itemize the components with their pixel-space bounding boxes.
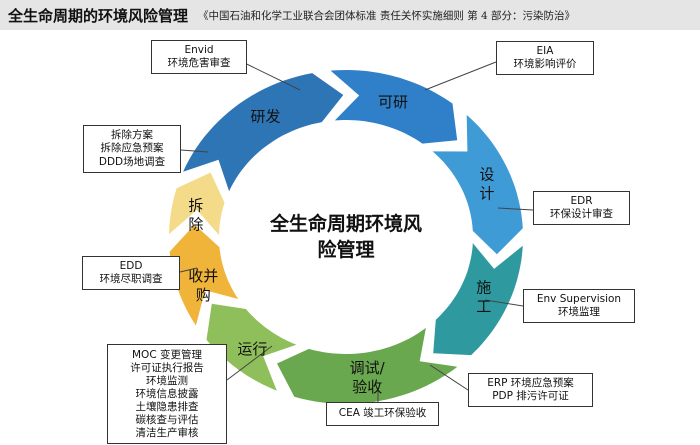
header-bar: 全生命周期的环境风险管理 《中国石油和化学工业联合会团体标准 责任关怀实施细则 … (0, 0, 700, 30)
edd-line-2: 环境尽职调查 (99, 273, 163, 285)
connector-demolition (180, 149, 209, 153)
center-title-line-1: 全生命周期环境风 (269, 213, 422, 235)
envid-box: Envid 环境危害审查 (151, 40, 247, 74)
center-title-line-2: 险管理 (317, 239, 375, 261)
stage-arrow-bingou (169, 224, 239, 326)
edd-box: EDD 环境尽职调查 (82, 256, 180, 290)
edr-line-2: 环保设计审查 (550, 208, 613, 220)
cea-line: CEA 竣工环保验收 (338, 407, 427, 420)
stage-label-chaichu: 拆除 (188, 196, 203, 233)
stage-label-chaichu-line-2: 除 (188, 215, 203, 233)
moc-box: MOC 变更管理 许可证执行报告 环境监测 环境信息披露 土壤隐患排查 碳核查与… (107, 344, 227, 444)
stage-label-tiaoshi-line-1: 调试/ (350, 359, 386, 377)
stage-label-bingou: 收并购 (188, 267, 218, 304)
stage-label-shigong-line-1: 施 (476, 279, 491, 297)
page-title: 全生命周期的环境风险管理 (8, 6, 189, 25)
stage-label-sheji-line-1: 设 (479, 165, 494, 183)
stage-label-sheji: 设计 (479, 165, 494, 202)
stage-label-bingou-line-2: 购 (196, 286, 211, 304)
stage-label-shigong: 施工 (476, 279, 491, 316)
stage-label-chaichu-line-1: 拆 (188, 196, 203, 214)
stage-arrow-chaichu (169, 172, 225, 235)
moc-line-4: 环境信息披露 (135, 387, 199, 400)
demolition-line-1: 拆除方案 (111, 128, 153, 141)
stage-label-keyan: 可研 (378, 93, 408, 111)
stage-arrow-keyan (330, 70, 458, 144)
stage-label-tiaoshi-line-2: 验收 (352, 378, 382, 396)
stage-arrow-sheji (432, 114, 523, 255)
stage-arrow-yunxing (206, 303, 297, 391)
envid-line-2: 环境危害审查 (167, 57, 231, 69)
edd-line-1: EDD (119, 259, 143, 272)
edr-box: EDR 环保设计审查 (533, 191, 630, 225)
moc-line-7: 清洁生产审核 (135, 426, 199, 439)
demolition-line-2: 拆除应急预案 (100, 142, 164, 155)
stage-arrow-tiaoshi (277, 327, 458, 404)
connector-edd (179, 267, 198, 273)
demolition-line-3: DDD场地调查 (98, 155, 166, 168)
stage-label-yanfa: 研发 (250, 108, 280, 126)
stage-arrow-shigong (433, 243, 523, 356)
eia-box: EIA 环境影响评价 (496, 41, 594, 75)
eia-line-1: EIA (536, 44, 554, 57)
envid-line-1: Envid (184, 43, 214, 56)
pdp-line: PDP 排污许可证 (492, 390, 569, 402)
moc-line-2: 许可证执行报告 (130, 361, 204, 374)
stage-label-yunxing: 运行 (237, 340, 267, 358)
connector-env-supervision (484, 299, 524, 307)
stage-label-shigong-line-2: 工 (476, 298, 491, 316)
moc-line-5: 土壤隐患排查 (135, 400, 199, 413)
demolition-box: 拆除方案 拆除应急预案 DDD场地调查 (83, 125, 181, 173)
erp-pdp-box: ERP 环境应急预案 PDP 排污许可证 (468, 373, 593, 407)
moc-line-6: 碳核查与评估 (135, 413, 199, 426)
page-subtitle: 《中国石油和化学工业联合会团体标准 责任关怀实施细则 第 4 部分：污染防治》 (198, 9, 576, 22)
stage-label-sheji-line-2: 计 (479, 184, 494, 202)
moc-line-3: 环境监测 (146, 374, 188, 387)
stage-arrow-yanfa (183, 73, 344, 192)
connector-erp (429, 364, 469, 391)
stage-label-yanfa-line-1: 研发 (250, 108, 280, 126)
env-supervision-line-1: Env Supervision (536, 292, 622, 305)
cea-box: CEA 竣工环保验收 (326, 402, 439, 426)
stage-label-yunxing-line-1: 运行 (237, 340, 267, 358)
connector-edr (497, 207, 534, 211)
stage-label-bingou-line-1: 收并 (188, 267, 218, 285)
stage-label-keyan-line-1: 可研 (378, 93, 408, 111)
eia-line-2: 环境影响评价 (513, 58, 577, 70)
connector-moc (226, 345, 273, 381)
erp-line: ERP 环境应急预案 (487, 376, 574, 389)
env-supervision-box: Env Supervision 环境监理 (523, 289, 635, 323)
env-supervision-line-2: 环境监理 (558, 306, 600, 318)
center-title: 全生命周期环境风 险管理 (266, 211, 426, 263)
edr-line-1: EDR (570, 194, 593, 207)
moc-line-1: MOC 变更管理 (132, 348, 202, 361)
stage-label-tiaoshi: 调试/验收 (350, 359, 386, 396)
connector-eia (424, 61, 497, 91)
